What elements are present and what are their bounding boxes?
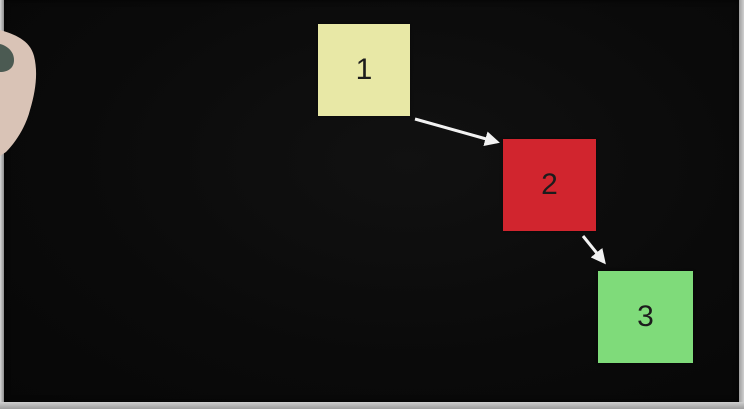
step-box-2-label: 2 xyxy=(541,168,558,201)
arrow-2-to-3 xyxy=(581,235,606,265)
arrow-1-to-2 xyxy=(414,117,500,146)
step-box-1: 1 xyxy=(318,24,410,116)
screen-frame-bottom xyxy=(0,402,744,409)
step-box-3-label: 3 xyxy=(637,300,654,333)
step-box-3: 3 xyxy=(598,271,693,363)
presenter-hand xyxy=(0,30,37,156)
step-box-1-label: 1 xyxy=(355,53,373,86)
screen-frame-left xyxy=(0,0,4,409)
screen-frame-right xyxy=(739,0,744,409)
step-box-2: 2 xyxy=(503,139,596,231)
